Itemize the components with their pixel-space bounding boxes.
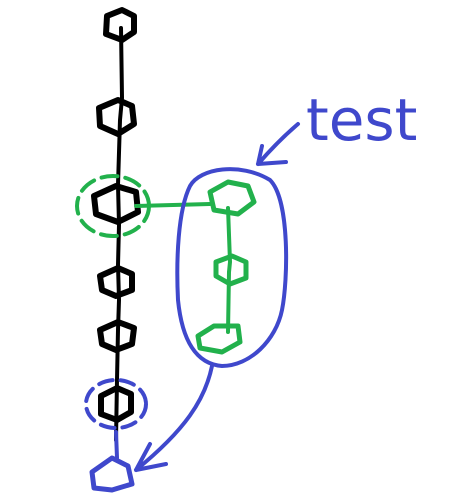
label-arrow <box>256 122 300 166</box>
main-node-6 <box>98 385 134 423</box>
branch-enclosure <box>175 167 289 368</box>
annotation-label: test <box>306 86 417 154</box>
main-node-5 <box>97 319 137 353</box>
main-line <box>114 26 124 442</box>
main-node-3 <box>91 183 141 225</box>
main-node-4 <box>97 265 135 299</box>
branch-link <box>134 202 232 334</box>
main-node-2 <box>96 97 137 137</box>
main-node-1 <box>103 7 137 43</box>
target-link <box>114 430 119 460</box>
target-highlight <box>84 378 148 430</box>
destination-node <box>89 455 135 493</box>
branch-node-3 <box>195 323 243 355</box>
move-arrow <box>134 364 214 472</box>
branch-node-1 <box>207 179 257 217</box>
branch-node-2 <box>213 253 249 287</box>
